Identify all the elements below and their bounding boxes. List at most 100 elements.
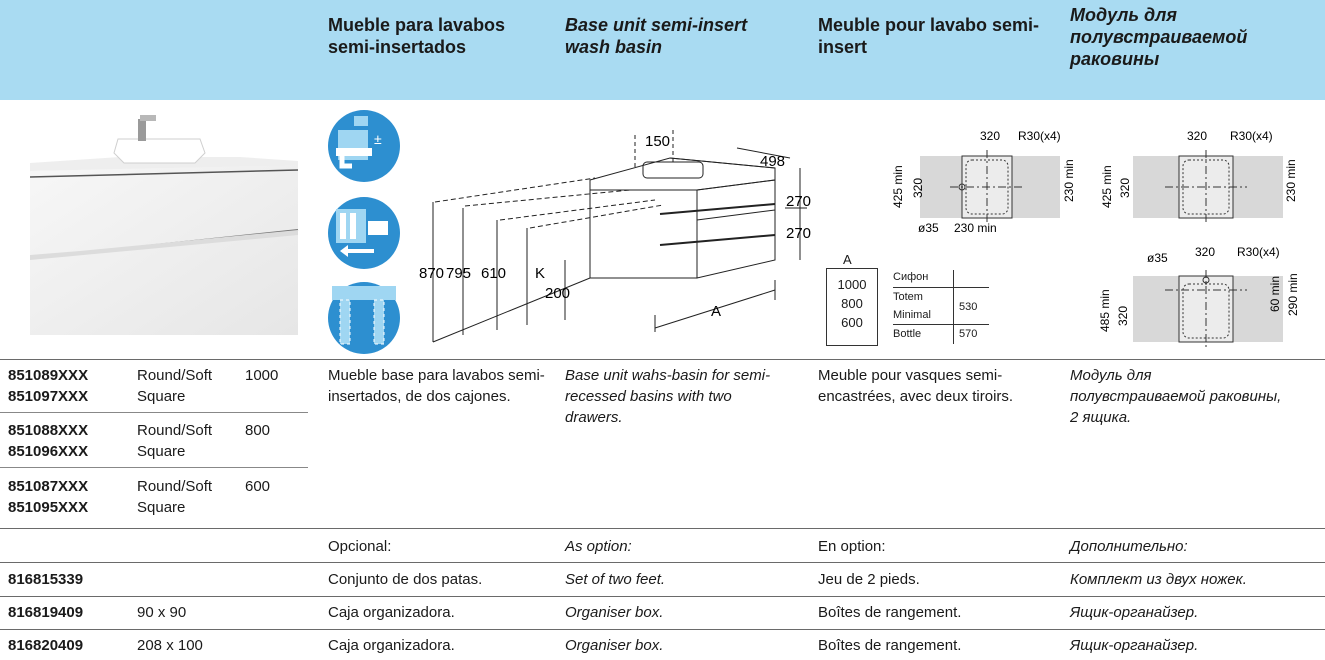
plan-tl-r: R30(x4) [1018,129,1061,143]
description-en: Base unit wahs-basin for semi-recessed b… [565,367,771,426]
option-size: 208 x 100 [137,637,203,654]
plan-b-d60: 60 min [1268,276,1282,312]
plan-tr-hmin: 425 min [1100,165,1114,208]
option-code: 816815339 [8,571,84,588]
option-fr: Jeu de 2 pieds. [818,571,920,588]
siphon-bottle: Bottle [893,328,922,340]
product-code: 851097XXX [8,388,89,405]
plan-tr-rmin: 230 min [1284,159,1298,202]
siphon-feature-icon: ± [328,110,400,182]
option-ru: Комплект из двух ножек. [1070,571,1247,588]
option-code: 816820409 [8,637,84,654]
option-en: Organiser box. [565,637,664,654]
plan-tl-w: 320 [980,129,1000,143]
style-label: Round/Soft [137,367,213,384]
option-header-fr: En option: [818,538,886,555]
style-label: Square [137,388,186,405]
product-row: 851089XXX 851097XXX [8,365,88,407]
product-styles: Round/Soft Square [137,476,212,518]
cabinet-edge [29,169,299,178]
plan-tl-hole: ø35 [918,221,939,235]
option-ru: Ящик-органайзер. [1070,637,1199,654]
description-es: Mueble base para lavabos semi-insertados… [328,367,545,405]
divider [0,596,1325,597]
option-ru: Ящик-органайзер. [1070,604,1199,621]
divider [0,629,1325,630]
plan-drawing-top-right: 320 R30(x4) 425 min 320 230 min [1100,129,1298,224]
cabinet-technical-drawing: 150 498 270 270 870 795 610 K 200 A [419,130,811,343]
divider [0,412,308,413]
plan-tl-rmin: 230 min [1062,159,1076,202]
product-code: 851089XXX [8,367,89,384]
header-band [0,0,1325,100]
width-value: 600 [841,315,863,330]
divider [0,359,1325,360]
product-code: 851088XXX [8,422,89,439]
siphon-minimal: Minimal [893,309,931,321]
heading-ru: Модуль для полувстраиваемой раковины [1070,5,1248,69]
option-en: Organiser box. [565,604,664,621]
legs-feature-icon [328,282,400,354]
faucet-handle [140,115,156,121]
plan-tr-w: 320 [1187,129,1207,143]
product-code: 851087XXX [8,478,89,495]
plan-b-hole: ø35 [1147,251,1168,265]
product-photo [29,115,299,335]
option-fr: Boîtes de rangement. [818,637,962,654]
divider [0,562,1325,563]
faucet [138,119,146,141]
divider [0,528,1325,529]
basin [113,138,206,164]
style-label: Round/Soft [137,478,213,495]
option-header-en: As option: [565,538,632,555]
option-es: Caja organizadora. [328,604,455,621]
option-size: 90 x 90 [137,604,187,621]
product-code: 851095XXX [8,499,89,516]
option-es: Conjunto de dos patas. [328,571,483,588]
plan-b-hmin: 485 min [1098,289,1112,332]
cabinet-body [30,165,298,335]
product-width: 800 [245,422,271,439]
plan-tr-h: 320 [1118,178,1132,198]
dim-k: K [535,265,545,282]
siphon-totem-value: 530 [959,301,978,313]
plan-drawing-top-left: 320 R30(x4) 425 min 320 230 min ø35 230 … [891,129,1076,235]
siphon-bottle-value: 570 [959,328,978,340]
dim-200: 200 [545,285,570,302]
style-label: Round/Soft [137,422,213,439]
option-header-es: Opcional: [328,538,392,555]
heading-es: Mueble para lavabos semi-insertados [328,15,506,57]
width-value: 800 [841,296,863,311]
dim-a: A [711,303,721,320]
product-width: 1000 [245,367,279,384]
drawer-gap [30,230,298,260]
dim-270-bottom: 270 [786,225,811,242]
product-width: 600 [245,478,271,495]
option-code: 816819409 [8,604,84,621]
style-label: Square [137,443,186,460]
plan-drawing-bottom: ø35 320 R30(x4) 485 min 320 60 min 290 m… [1098,245,1300,348]
plan-b-h: 320 [1116,306,1130,326]
dim-270-top: 270 [786,193,811,210]
plan-tl-bmin: 230 min [954,221,997,235]
plan-b-d290: 290 min [1286,273,1300,316]
heading-fr: Meuble pour lavabo semi-insert [818,15,1040,57]
width-value: 1000 [837,277,867,292]
width-table: 1000 800 600 [826,268,878,346]
product-styles: Round/Soft Square [137,420,212,462]
product-row: 851088XXX 851096XXX [8,420,88,462]
description-fr: Meuble pour vasques semi-encastrées, ave… [818,367,1014,405]
plan-b-w: 320 [1195,245,1215,259]
dim-610: 610 [481,265,506,282]
product-code: 851096XXX [8,443,89,460]
dim-870: 870 [419,265,444,282]
option-fr: Boîtes de rangement. [818,604,962,621]
option-es: Caja organizadora. [328,637,455,654]
description-ru: Модуль для полувстраиваемой раковины, 2 … [1070,367,1282,426]
siphon-header: Сифон [893,271,929,283]
dim-150: 150 [645,133,670,150]
width-table-header: A [843,252,852,267]
svg-text:±: ± [374,131,382,147]
plan-tl-h: 320 [911,178,925,198]
cabinet-front [589,189,698,279]
